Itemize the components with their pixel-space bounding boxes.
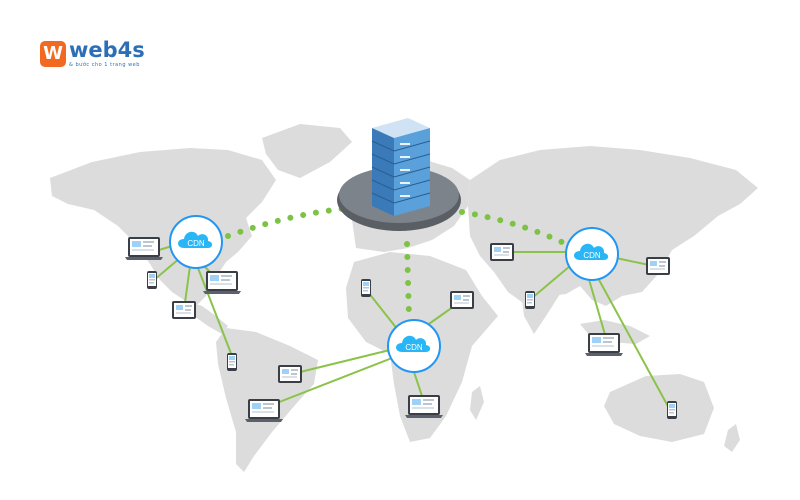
tablet-icon bbox=[278, 365, 302, 383]
brand-logo[interactable]: W web4s & bước cho 1 trang web bbox=[40, 40, 145, 68]
phone-icon bbox=[227, 353, 237, 371]
cdn-node-africa: CDN bbox=[387, 319, 441, 373]
origin-link-af bbox=[404, 241, 412, 319]
origin-link-na bbox=[225, 205, 353, 239]
link-as-4 bbox=[597, 277, 671, 411]
brand-name: web4s bbox=[69, 38, 145, 62]
madagascar-shape bbox=[470, 386, 484, 420]
phone-icon bbox=[147, 271, 157, 289]
link-af-2 bbox=[263, 357, 393, 409]
phone-icon bbox=[667, 401, 677, 419]
origin-links bbox=[225, 205, 569, 319]
link-as-2 bbox=[531, 265, 571, 299]
new-zealand-shape bbox=[724, 424, 740, 452]
cdn-node-asia: CDN bbox=[565, 227, 619, 281]
phone-icon bbox=[525, 291, 535, 309]
laptop-icon bbox=[405, 395, 443, 418]
tablet-icon bbox=[172, 301, 196, 319]
w-logo-icon: W bbox=[40, 41, 66, 67]
north-america-shape bbox=[50, 148, 276, 308]
laptop-icon bbox=[203, 271, 241, 294]
phone-icon bbox=[361, 279, 371, 297]
link-na-2 bbox=[153, 257, 181, 281]
asia-shape bbox=[468, 146, 758, 308]
server-rack-icon bbox=[371, 118, 431, 216]
tablet-icon bbox=[646, 257, 670, 275]
origin-link-as bbox=[459, 209, 569, 247]
origin-server bbox=[337, 118, 461, 231]
laptop-icon bbox=[245, 399, 283, 422]
cdn-label: CDN bbox=[583, 251, 601, 260]
cdn-node-north-america: CDN bbox=[169, 215, 223, 269]
laptop-icon bbox=[585, 333, 623, 356]
tablet-icon bbox=[450, 291, 474, 309]
link-af-1 bbox=[291, 349, 391, 375]
link-na-5 bbox=[197, 267, 233, 357]
cdn-label: CDN bbox=[187, 239, 205, 248]
link-af-4 bbox=[367, 291, 399, 331]
cdn-links bbox=[145, 245, 671, 411]
laptop-icon bbox=[125, 237, 163, 260]
greenland-shape bbox=[262, 124, 352, 178]
brand-tagline: & bước cho 1 trang web bbox=[69, 62, 140, 68]
cdn-label: CDN bbox=[405, 343, 423, 352]
australia-shape bbox=[604, 374, 714, 442]
tablet-icon bbox=[490, 243, 514, 261]
link-as-3 bbox=[587, 275, 607, 339]
